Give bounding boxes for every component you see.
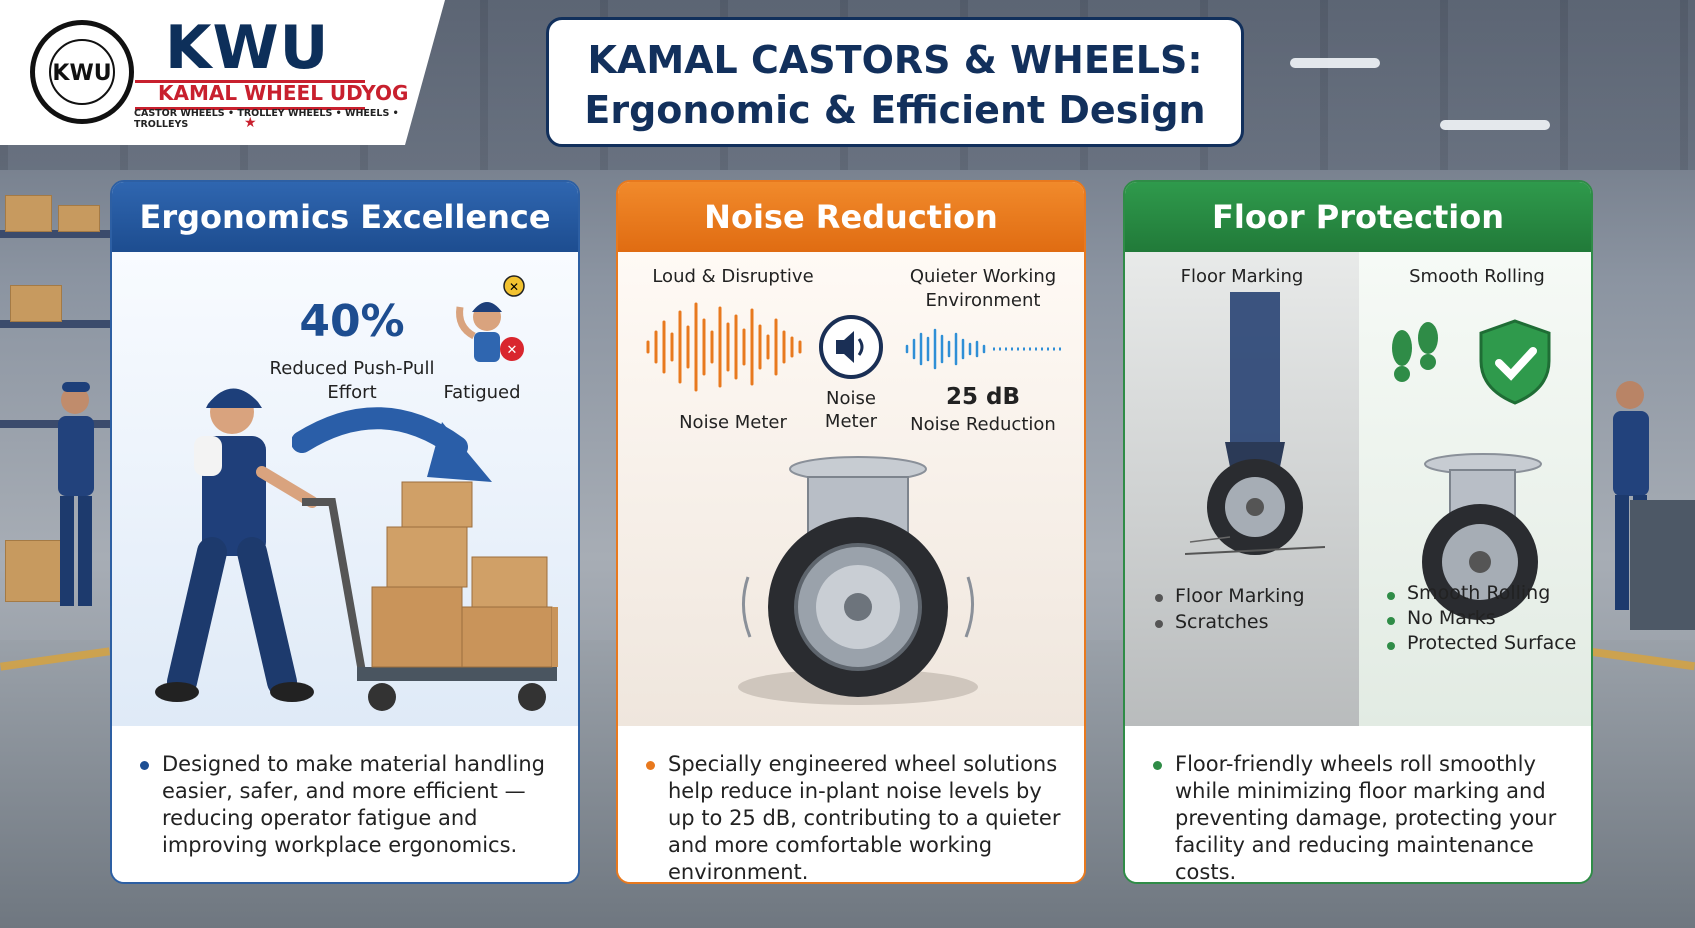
db-label: Noise Reduction xyxy=(910,414,1056,435)
stat-label: Effort xyxy=(327,382,377,403)
bg-box xyxy=(5,195,52,232)
bullet-dot xyxy=(1387,617,1395,625)
bg-box xyxy=(5,540,62,602)
bg-box xyxy=(10,285,62,322)
background-worker xyxy=(1613,381,1649,610)
footprints-icon xyxy=(1392,322,1438,382)
card-visual: Floor Marking Smooth Rolling xyxy=(1125,252,1591,726)
svg-text:✕: ✕ xyxy=(509,280,519,294)
card-description-text: Designed to make material handling easie… xyxy=(162,752,545,857)
fatigued-worker-icon: ✕ ✕ xyxy=(456,275,525,362)
floor-bullet: Scratches xyxy=(1175,611,1269,633)
loud-label: Loud & Disruptive xyxy=(652,266,814,287)
card-floor-protection: Floor Protection Floor Marking Smooth Ro… xyxy=(1123,180,1593,884)
castor-wheel-illustration xyxy=(738,456,978,705)
logo-emblem-text: KWU xyxy=(52,61,112,86)
stat-label: Reduced Push-Pull xyxy=(269,358,435,379)
smooth-rolling-heading: Smooth Rolling xyxy=(1409,266,1545,287)
smooth-bullet: Smooth Rolling xyxy=(1407,582,1551,604)
bg-box xyxy=(58,205,100,232)
card-header: Floor Protection xyxy=(1125,182,1591,252)
noise-meter-mid-label: Meter xyxy=(824,411,878,432)
fatigued-label: Fatigued xyxy=(443,382,521,403)
push-arrow-icon xyxy=(292,407,492,482)
logo-emblem: KWU xyxy=(30,20,134,124)
bullet-dot xyxy=(1387,642,1395,650)
svg-text:✕: ✕ xyxy=(507,343,518,358)
card-description: Floor-friendly wheels roll smoothly whil… xyxy=(1125,726,1591,884)
card-noise-reduction: Noise Reduction Loud & Disruptive Noise … xyxy=(616,180,1086,884)
loud-waveform-icon xyxy=(646,302,802,392)
ceiling-light xyxy=(1290,58,1380,68)
shelf xyxy=(0,320,110,328)
shelf xyxy=(0,420,110,428)
shield-check-icon xyxy=(1479,319,1551,405)
card-description: Specially engineered wheel solutions hel… xyxy=(618,726,1084,884)
bullet-dot xyxy=(1155,594,1163,602)
bullet-dot xyxy=(646,761,655,770)
stat-value: 40% xyxy=(299,296,405,347)
floor-bullet: Floor Marking xyxy=(1175,585,1305,607)
card-header: Noise Reduction xyxy=(618,182,1084,252)
bullet-dot xyxy=(1155,620,1163,628)
bullet-dot xyxy=(1153,761,1162,770)
card-header: Ergonomics Excellence xyxy=(112,182,578,252)
speaker-icon xyxy=(819,315,883,379)
logo-company-name: KAMAL WHEEL UDYOG xyxy=(158,81,409,105)
bullet-dot xyxy=(1387,592,1395,600)
card-ergonomics: Ergonomics Excellence 40% Reduced Push-P… xyxy=(110,180,580,884)
card-visual: Loud & Disruptive Noise Meter Noise Mete… xyxy=(618,252,1084,726)
noise-meter-mid-label: Noise xyxy=(826,388,876,409)
floor-marking-heading: Floor Marking xyxy=(1180,266,1304,287)
title-box: KAMAL CASTORS & WHEELS: Ergonomic & Effi… xyxy=(546,17,1244,147)
card-visual: 40% Reduced Push-Pull Effort Fatigued ✕ … xyxy=(112,252,578,726)
logo-brand: KWU xyxy=(165,13,330,83)
bullet-dot xyxy=(140,761,149,770)
smooth-bullet: No Marks xyxy=(1407,607,1496,629)
card-description-text: Floor-friendly wheels roll smoothly whil… xyxy=(1175,752,1557,884)
logo-panel: KWU KWU KAMAL WHEEL UDYOG CASTOR WHEELS … xyxy=(0,0,445,145)
background-worker xyxy=(58,382,94,606)
star-icon: ★ xyxy=(244,115,257,131)
logo-tagline: CASTOR WHEELS • TROLLEY WHEELS • WHEELS … xyxy=(134,108,399,130)
smooth-bullet: Protected Surface xyxy=(1407,632,1577,654)
ceiling-light xyxy=(1440,120,1550,130)
quiet-waveform-icon xyxy=(905,328,1061,370)
worn-wheel-illustration xyxy=(1185,292,1325,555)
shelf xyxy=(0,230,110,238)
noise-meter-label: Noise Meter xyxy=(679,412,787,433)
quiet-label: Quieter Working xyxy=(909,266,1057,287)
workstation xyxy=(1630,500,1695,630)
worker-with-trolley-illustration xyxy=(155,388,558,711)
quiet-label: Environment xyxy=(925,290,1041,311)
db-value: 25 dB xyxy=(945,384,1020,410)
card-description-text: Specially engineered wheel solutions hel… xyxy=(668,752,1061,884)
smooth-wheel-illustration xyxy=(1422,453,1542,620)
card-description: Designed to make material handling easie… xyxy=(112,726,578,882)
page-title-line-1: KAMAL CASTORS & WHEELS: xyxy=(587,38,1203,82)
page-title-line-2: Ergonomic & Efficient Design xyxy=(584,88,1206,132)
